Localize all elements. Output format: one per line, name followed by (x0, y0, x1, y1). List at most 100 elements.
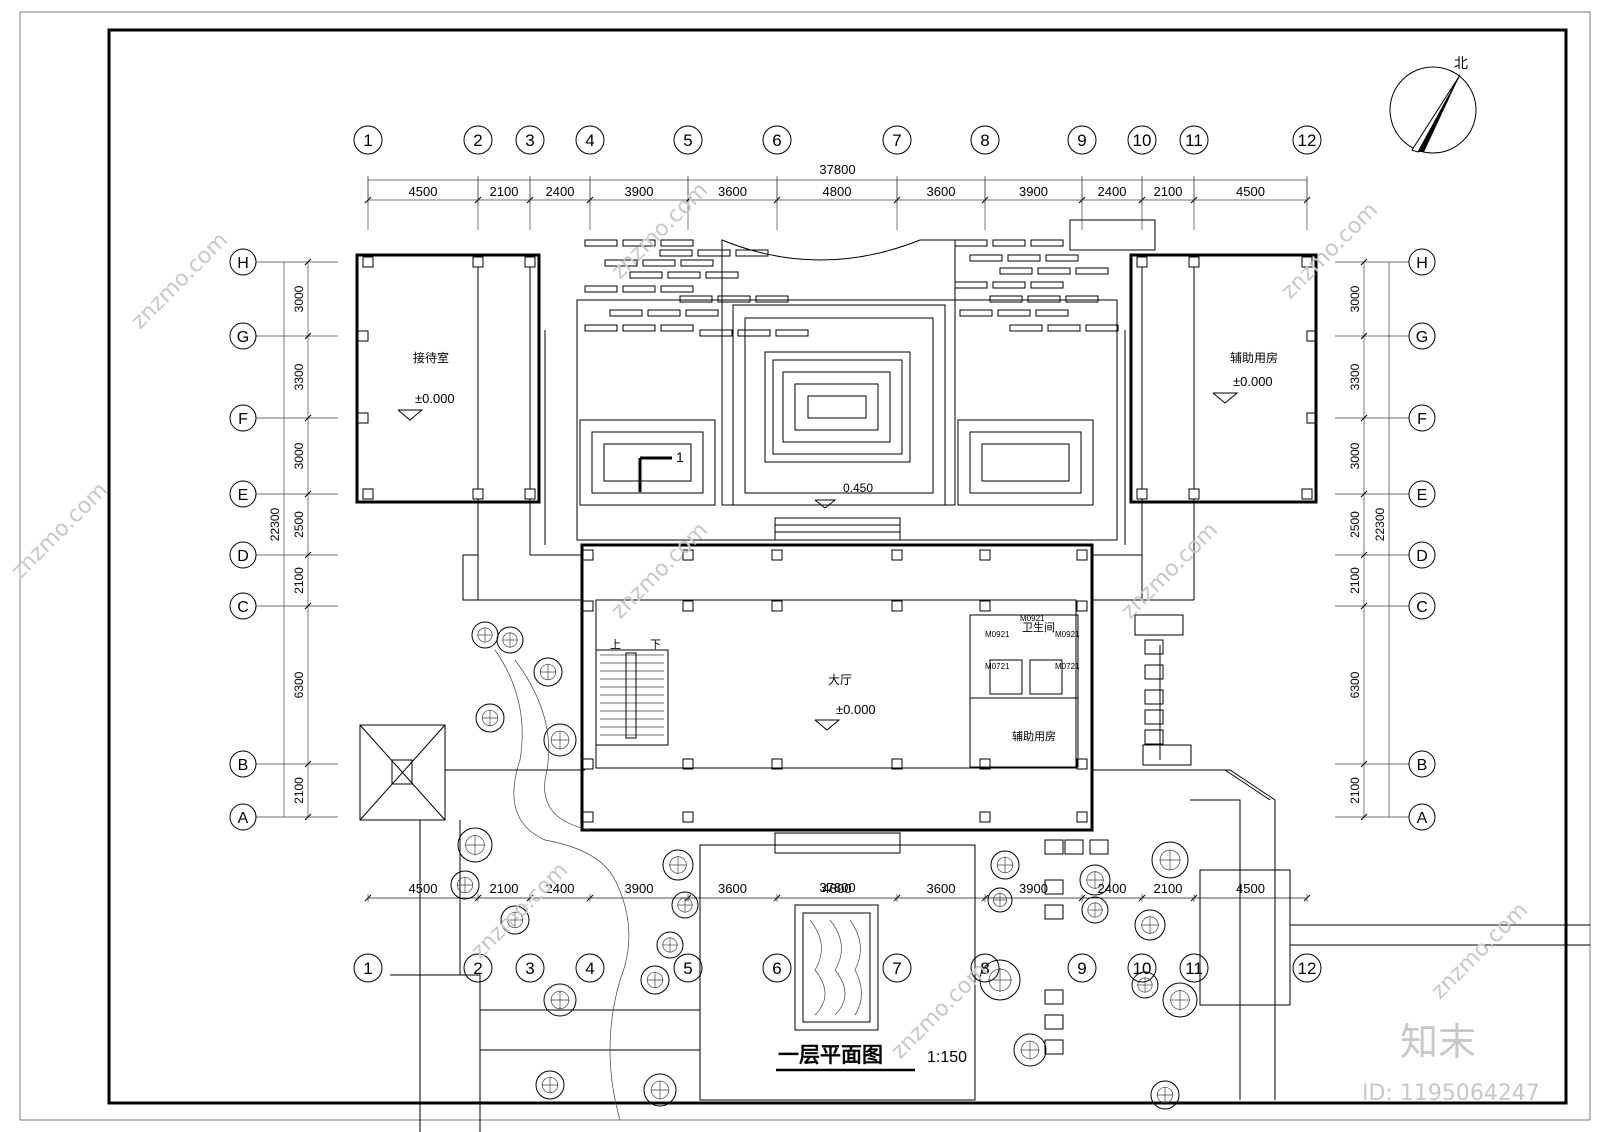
row-axis-bubble: G (229, 322, 257, 350)
left-dimension: 2100 (292, 567, 306, 594)
column-axis-bubble: 6 (762, 953, 792, 983)
structural-column (1076, 600, 1088, 612)
structural-column (771, 758, 783, 770)
column-axis-label: 11 (1185, 959, 1203, 978)
corridor-wall (462, 554, 479, 601)
top-dimension: 2100 (490, 184, 519, 199)
structural-column (1076, 549, 1088, 561)
column-axis-bubble: 3 (515, 125, 545, 155)
row-axis-label: E (1417, 487, 1428, 504)
paving-stone (737, 329, 771, 337)
paving-stone (1009, 324, 1043, 332)
row-axis-label: H (237, 255, 249, 272)
left-dimension: 2100 (292, 777, 306, 804)
bottom-dimension: 3900 (625, 881, 654, 896)
paving-stone (699, 329, 733, 337)
paving-stone (1065, 295, 1099, 303)
paving-stone (1044, 879, 1064, 895)
paving-stone (1144, 639, 1164, 655)
paving-stone (1035, 309, 1069, 317)
tree-icon (1131, 971, 1159, 999)
drawing-title-block: 一层平面图 1:150 (776, 1043, 967, 1072)
column-axis-label: 10 (1133, 131, 1152, 150)
drawing-frame (107, 28, 1568, 1105)
row-axis-bubble: A (1408, 803, 1436, 831)
row-axis-label: C (1416, 599, 1428, 616)
toilet-label: 卫生间 (1022, 620, 1055, 634)
row-axis-bubble: A (229, 803, 257, 831)
watermark-id: ID: 1195064247 (1362, 1081, 1540, 1106)
left-dimension: 2500 (292, 511, 306, 538)
bottom-dimension: 4800 (823, 881, 852, 896)
column-axis-label: 8 (980, 959, 989, 978)
reception-level: ±0.000 (415, 391, 455, 406)
row-axis-label: B (238, 757, 249, 774)
structural-column (771, 549, 783, 561)
structural-column (682, 600, 694, 612)
paving-stone (1030, 281, 1064, 289)
row-axis-label: H (1416, 255, 1428, 272)
column-axis-label: 1 (363, 959, 372, 978)
bottom-dimension: 2400 (546, 881, 575, 896)
structural-column (682, 549, 694, 561)
left-dimension: 3300 (292, 363, 306, 390)
structural-column (524, 256, 536, 268)
paving-stone (1045, 254, 1079, 262)
structural-column (979, 600, 991, 612)
paving-stone (1007, 254, 1041, 262)
paving-stone (1064, 839, 1084, 855)
structural-column (979, 758, 991, 770)
structural-column (1301, 488, 1313, 500)
row-axis-label: A (238, 810, 249, 827)
paving-stone (997, 309, 1031, 317)
tree-icon (640, 965, 670, 995)
tree-icon (500, 905, 530, 935)
row-axis-label: F (1417, 411, 1427, 428)
structural-column (582, 549, 594, 561)
paving-stone (679, 295, 713, 303)
reception-room-label: 接待室 (413, 350, 449, 365)
column-axis-label: 6 (772, 131, 781, 150)
row-axis-label: A (1417, 810, 1428, 827)
paving-stone (697, 249, 731, 257)
stone-paving (584, 239, 1164, 1055)
stair-down-label: 下 (650, 638, 661, 651)
tree-icon (1079, 864, 1111, 896)
column-axis-bubble: 10 (1127, 953, 1157, 983)
north-arrow-icon: 北 (1389, 56, 1477, 154)
row-axis-label: E (238, 487, 249, 504)
top-dimension-total: 37800 (819, 162, 855, 177)
row-axis-bubble: H (229, 248, 257, 276)
paving-stone (1075, 267, 1109, 275)
right-dimension: 3000 (1348, 285, 1362, 312)
top-dimension: 4500 (409, 184, 438, 199)
door-code: M0921 (1020, 614, 1045, 623)
structural-column (472, 488, 484, 500)
tree-icon (643, 1073, 677, 1107)
bottom-dimension: 2400 (1098, 881, 1127, 896)
row-axis-bubble: C (229, 592, 257, 620)
paving-stone (1027, 295, 1061, 303)
structural-column (1188, 256, 1200, 268)
paving-stone (969, 254, 1003, 262)
top-dimension: 3600 (718, 184, 747, 199)
column-axis-label: 9 (1077, 131, 1086, 150)
stream-path (494, 649, 630, 1121)
paving-stone (622, 239, 656, 247)
paving-stone (1089, 839, 1109, 855)
paving-stone (667, 271, 701, 279)
structural-column (582, 811, 594, 823)
top-dimension: 4800 (823, 184, 852, 199)
row-axis-bubble: F (1408, 404, 1436, 432)
top-dimension: 3900 (625, 184, 654, 199)
column-axis-label: 8 (980, 131, 989, 150)
paving-stone (584, 239, 618, 247)
column-axis-label: 4 (585, 959, 594, 978)
bottom-dimension: 2100 (1154, 881, 1183, 896)
tree-icon (1081, 896, 1109, 924)
column-axis-label: 10 (1133, 959, 1152, 978)
door-code: M0721 (1055, 662, 1080, 671)
row-axis-bubble: F (229, 404, 257, 432)
row-axis-label: C (237, 599, 249, 616)
